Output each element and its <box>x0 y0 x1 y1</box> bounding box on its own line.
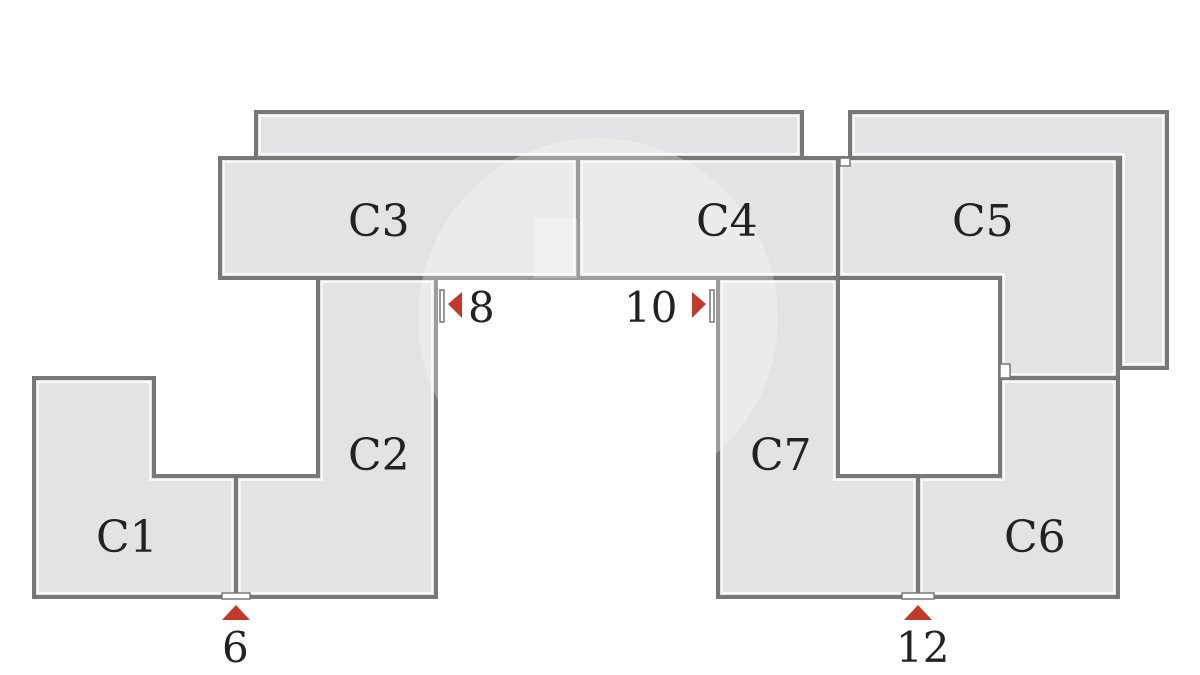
room-label-c5: C5 <box>952 196 1014 247</box>
entrance-label-10: 10 <box>624 283 677 332</box>
entrance-8-marker[interactable] <box>439 289 462 323</box>
room-c6[interactable] <box>916 376 1120 599</box>
room-label-c6: C6 <box>1004 512 1066 563</box>
entrance-label-12: 12 <box>896 623 949 672</box>
room-c1[interactable] <box>32 376 238 599</box>
room-label-c1: C1 <box>96 512 158 563</box>
room-label-c7: C7 <box>750 430 812 481</box>
overlay-square <box>533 218 577 278</box>
connector-c5-c6 <box>999 363 1011 379</box>
entrance-label-6: 6 <box>222 623 249 672</box>
entrance-12-marker[interactable] <box>901 592 935 620</box>
entrance-6-marker[interactable] <box>221 592 251 620</box>
room-c5[interactable] <box>836 156 1120 380</box>
entrance-label-8: 8 <box>468 283 495 332</box>
connector-c4-c5 <box>839 157 851 167</box>
entrance-10-marker[interactable] <box>692 289 715 323</box>
highlight-overlay <box>418 138 778 498</box>
room-label-c3: C3 <box>348 196 410 247</box>
room-label-c4: C4 <box>696 196 758 247</box>
room-label-c2: C2 <box>348 430 410 481</box>
rear-wing-left <box>254 110 804 160</box>
